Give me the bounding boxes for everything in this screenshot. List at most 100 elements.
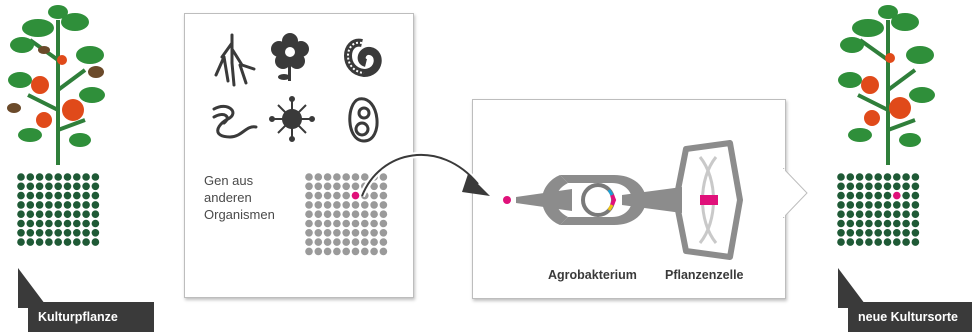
genome-dot — [911, 238, 920, 246]
genome-dot — [63, 191, 72, 200]
genome-dot — [342, 229, 350, 237]
genome-dot — [73, 182, 81, 191]
genome-dot — [17, 210, 25, 218]
genome-dot — [26, 219, 35, 228]
genome-dot — [902, 210, 910, 218]
genome-dot — [837, 229, 845, 237]
genome-dot — [73, 229, 81, 237]
inserted-gene — [700, 195, 718, 205]
genome-dot — [911, 229, 920, 237]
genome-dot — [865, 191, 873, 200]
genome-dot — [63, 210, 72, 218]
genome-dot — [305, 173, 313, 181]
genome-dot — [54, 210, 62, 218]
genome-dot — [314, 238, 323, 246]
genome-dot — [314, 210, 323, 218]
genome-dot — [911, 173, 920, 181]
genome-dot — [855, 210, 864, 218]
genome-dot — [342, 210, 350, 218]
genome-dot — [63, 182, 72, 191]
genome-dot — [26, 238, 35, 246]
genome-dot — [333, 219, 341, 228]
genome-dot — [883, 191, 892, 200]
genome-dot — [911, 201, 920, 209]
genome-dot — [837, 173, 845, 181]
genome-dot — [902, 219, 910, 228]
genome-dot — [902, 238, 910, 246]
genome-dot — [305, 247, 313, 256]
genome-dot — [35, 219, 44, 228]
genome-dot — [73, 238, 81, 246]
gene-text-line-2: anderen — [204, 190, 252, 205]
transfer-arrow — [359, 151, 490, 198]
label-kulturpflanze: Kulturpflanze — [28, 302, 154, 332]
genome-dot — [323, 247, 332, 256]
genome-dot — [902, 229, 910, 237]
genome-dot — [45, 191, 53, 200]
genome-dot — [370, 210, 378, 218]
agrobacterium-icon — [542, 175, 646, 225]
plant-dry-leaves — [7, 46, 104, 113]
genome-dot — [361, 210, 369, 218]
genome-dot — [342, 247, 350, 256]
genome-dot — [351, 182, 360, 191]
genome-dot — [82, 219, 90, 228]
genome-dot — [91, 182, 100, 191]
genome-dot — [305, 182, 313, 191]
genome-dot — [305, 191, 313, 200]
gene-dot — [503, 196, 511, 204]
genome-dot — [63, 219, 72, 228]
genome-dot — [305, 229, 313, 237]
genome-dot — [846, 238, 855, 246]
genome-dot — [893, 238, 901, 246]
millipede-icon — [344, 38, 382, 78]
genome-dot — [874, 238, 882, 246]
genome-dot — [874, 219, 882, 228]
genome-dot — [323, 210, 332, 218]
genome-dot — [370, 238, 378, 246]
gene-text-line-3: Organismen — [204, 207, 275, 222]
genome-dot — [361, 219, 369, 228]
genome-dot — [314, 173, 323, 181]
genome-dot — [91, 201, 100, 209]
genome-dot — [902, 201, 910, 209]
genome-dot — [865, 182, 873, 191]
genome-dot — [323, 191, 332, 200]
genome-dot — [45, 182, 53, 191]
genome-dot — [333, 173, 341, 181]
genome-dot — [351, 219, 360, 228]
tomato-plant-right — [838, 5, 935, 165]
genome-dot — [45, 210, 53, 218]
genome-dot — [17, 182, 25, 191]
genome-dot — [54, 219, 62, 228]
genome-dot — [883, 219, 892, 228]
genome-dot — [342, 201, 350, 209]
genome-dot — [379, 229, 388, 237]
genome-dot — [82, 173, 90, 181]
genome-dot — [54, 238, 62, 246]
genome-dot — [883, 229, 892, 237]
genome-dot — [855, 201, 864, 209]
genome-dot — [883, 182, 892, 191]
genome-dot — [893, 173, 901, 181]
genome-dot — [911, 191, 920, 200]
genome-dot — [91, 191, 100, 200]
panel-pointer-arrow — [783, 168, 808, 218]
wedge-to-plantcell — [622, 187, 682, 213]
genome-dot — [45, 229, 53, 237]
genome-dot — [902, 182, 910, 191]
genome-dot — [73, 210, 81, 218]
genome-dot — [874, 173, 882, 181]
label-neue-kultursorte: neue Kultursorte — [848, 302, 972, 332]
tomato-plant-left — [7, 5, 105, 165]
genome-dot — [54, 229, 62, 237]
genome-dot — [379, 191, 388, 200]
genome-dot — [379, 210, 388, 218]
genome-dot — [314, 219, 323, 228]
genome-dot — [82, 238, 90, 246]
genome-dot — [35, 210, 44, 218]
genome-dot — [54, 191, 62, 200]
genome-dot — [902, 191, 910, 200]
genome-dot — [17, 201, 25, 209]
genome-dot — [379, 173, 388, 181]
